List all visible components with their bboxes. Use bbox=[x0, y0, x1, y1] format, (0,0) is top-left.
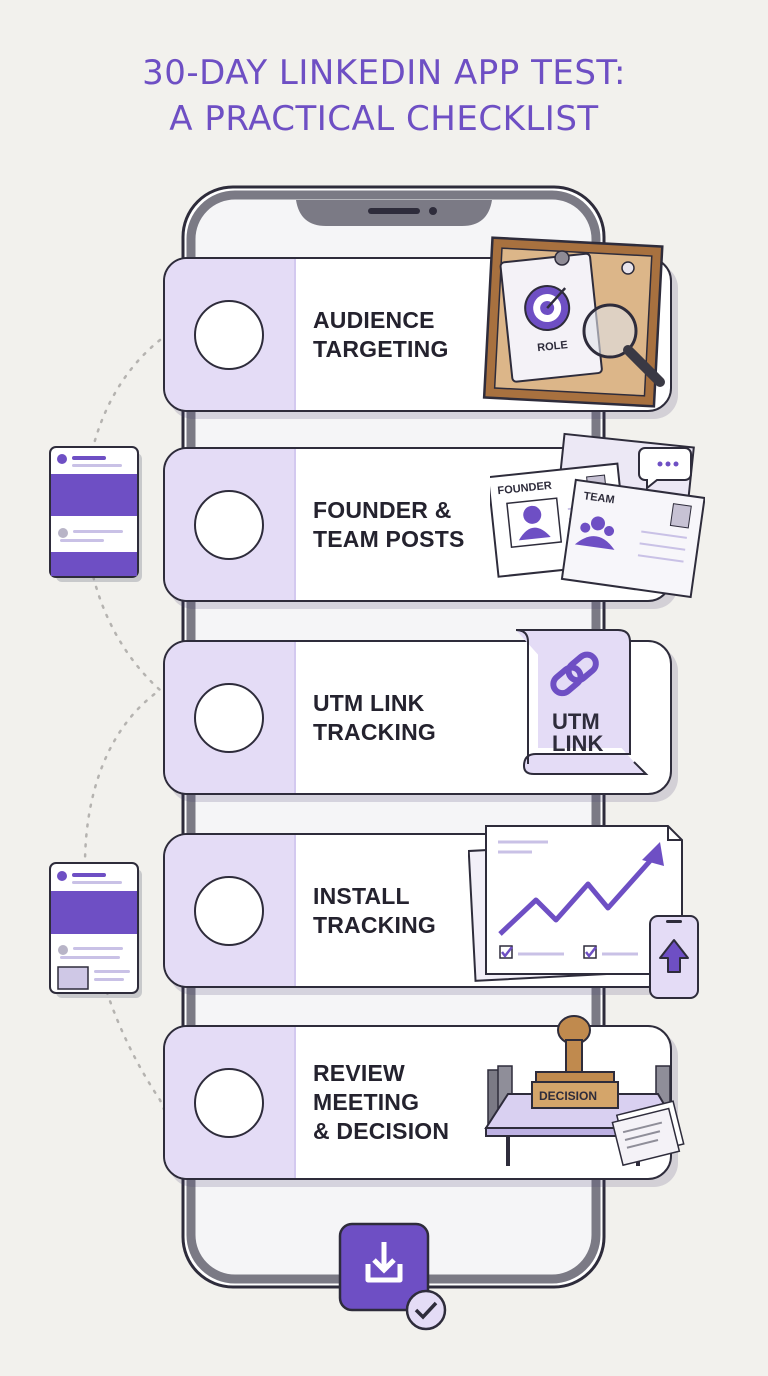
checkbox[interactable] bbox=[194, 682, 264, 753]
step-label: REVIEW MEETING & DECISION bbox=[313, 1060, 450, 1144]
growth-chart-icon bbox=[468, 825, 699, 999]
team-text: TEAM bbox=[583, 490, 616, 506]
step-label: FOUNDER & TEAM POSTS bbox=[313, 496, 465, 552]
utm-text: UTM bbox=[552, 709, 600, 734]
link-scroll-icon: UTM LINK bbox=[515, 629, 649, 775]
founder-text: FOUNDER bbox=[497, 480, 552, 498]
link-text: LINK bbox=[552, 731, 603, 756]
checkbox[interactable] bbox=[194, 1067, 264, 1138]
download-check-icon[interactable] bbox=[330, 1214, 454, 1338]
step-label: INSTALL TRACKING bbox=[313, 882, 436, 938]
role-text: ROLE bbox=[537, 339, 569, 354]
post-thumbnail-left-2 bbox=[49, 862, 142, 998]
step-label: UTM LINK TRACKING bbox=[313, 689, 436, 745]
title-line-2: A PRACTICAL CHECKLIST bbox=[169, 99, 599, 139]
post-thumbnail-left-1 bbox=[49, 446, 142, 582]
decision-stamp-icon: DECISION bbox=[484, 1015, 685, 1167]
decision-text: DECISION bbox=[539, 1089, 597, 1103]
checkbox[interactable] bbox=[194, 875, 264, 946]
step-label: AUDIENCE TARGETING bbox=[313, 306, 449, 362]
checkbox[interactable] bbox=[194, 489, 264, 560]
checkbox[interactable] bbox=[194, 299, 264, 370]
page-title: 30-DAY LINKEDIN APP TEST: A PRACTICAL CH… bbox=[0, 50, 768, 142]
profile-cards-icon: FOUNDER TEAM bbox=[490, 432, 705, 599]
corkboard-target-magnifier-icon: ROLE bbox=[482, 236, 665, 408]
title-line-1: 30-DAY LINKEDIN APP TEST: bbox=[142, 53, 626, 93]
